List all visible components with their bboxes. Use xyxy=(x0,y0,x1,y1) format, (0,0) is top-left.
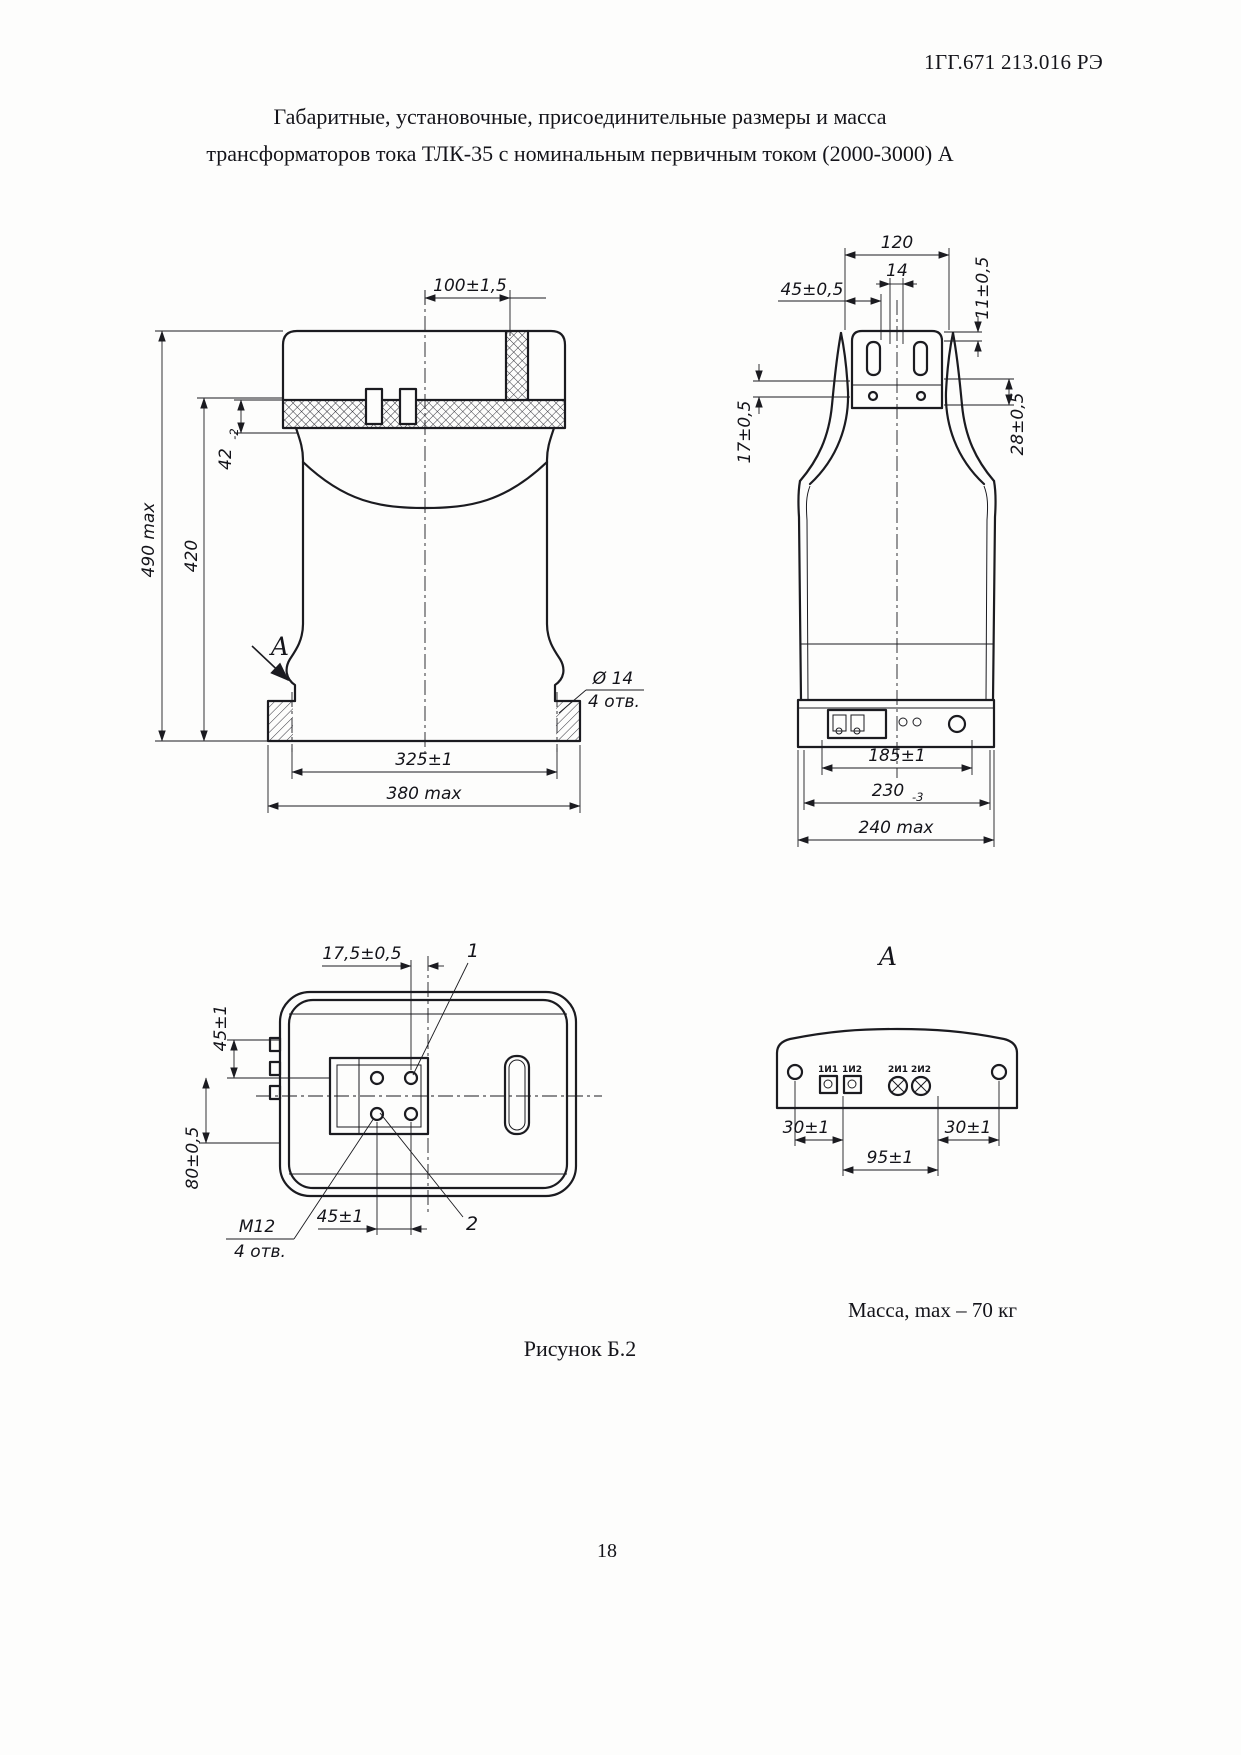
top-view-outline xyxy=(268,990,578,1198)
dim-17-5-label: 17,5±0,5 xyxy=(322,944,401,964)
callout-1-label: 1 xyxy=(467,940,479,962)
top-view-labels: 17,5±0,5 1 45±1 80±0,5 М12 4 отв. 45±1 2 xyxy=(183,940,479,1262)
dim-11-label: 11±0,5 xyxy=(973,257,993,320)
side-view-dimensions xyxy=(753,248,1014,847)
dim-45-horizontal-label: 45±1 xyxy=(317,1207,364,1227)
dim-42-tolerance: -2 xyxy=(227,428,241,439)
dim-185-label: 185±1 xyxy=(868,746,926,766)
front-view-dimensions xyxy=(155,290,644,813)
side-view-outline xyxy=(796,329,997,749)
dim-120-label: 120 xyxy=(881,233,913,253)
dim-230-tolerance: -3 xyxy=(912,790,923,804)
terminal-2i2-label: 2И2 xyxy=(911,1065,931,1075)
view-a-dimensions xyxy=(794,1081,1000,1176)
hole-diameter-label: Ø 14 xyxy=(592,669,633,689)
terminal-2i1-label: 2И1 xyxy=(888,1065,908,1075)
dim-420-label: 420 xyxy=(182,540,202,572)
title-line-1: Габаритные, установочные, присоединитель… xyxy=(273,104,887,129)
mass-note: Масса, max – 70 кг xyxy=(848,1298,1017,1322)
dim-325-label: 325±1 xyxy=(395,750,453,770)
thread-size-label: М12 xyxy=(239,1217,275,1237)
view-a-details xyxy=(823,1079,928,1093)
callout-2-label: 2 xyxy=(466,1213,478,1235)
dim-100-label: 100±1,5 xyxy=(433,276,507,296)
front-view: 100±1,5 42 -2 420 490 max А Ø 14 4 отв. … xyxy=(139,276,644,813)
title-line-2: трансформаторов тока ТЛК-35 с номинальны… xyxy=(206,141,954,166)
terminal-1i2-label: 1И2 xyxy=(842,1065,862,1075)
dim-45-label: 45±0,5 xyxy=(781,280,844,300)
side-view-labels: 120 14 45±0,5 11±0,5 17±0,5 28±0,5 185±1… xyxy=(735,233,1028,838)
thread-count-label: 4 отв. xyxy=(234,1242,286,1262)
dim-30-right-label: 30±1 xyxy=(945,1118,992,1138)
hole-count-label: 4 отв. xyxy=(588,692,640,712)
side-view-details xyxy=(798,384,994,735)
top-view: 17,5±0,5 1 45±1 80±0,5 М12 4 отв. 45±1 2 xyxy=(183,940,602,1262)
view-a-title: А xyxy=(877,942,898,971)
dim-28-label: 28±0,5 xyxy=(1008,393,1028,456)
front-view-labels: 100±1,5 42 -2 420 490 max А Ø 14 4 отв. … xyxy=(139,276,640,804)
front-view-hatching xyxy=(269,332,579,740)
dim-14-label: 14 xyxy=(886,261,908,281)
dim-95-label: 95±1 xyxy=(867,1148,914,1168)
side-view: 120 14 45±0,5 11±0,5 17±0,5 28±0,5 185±1… xyxy=(735,233,1028,847)
view-a-outline xyxy=(775,1027,1019,1110)
page-number: 18 xyxy=(597,1540,617,1562)
dim-80-label: 80±0,5 xyxy=(183,1127,203,1190)
dim-17-label: 17±0,5 xyxy=(735,401,755,464)
view-a-labels: 1И1 1И2 2И1 2И2 30±1 30±1 95±1 xyxy=(783,1065,992,1168)
dim-45-vertical-label: 45±1 xyxy=(211,1005,231,1052)
view-a: А xyxy=(775,942,1019,1176)
top-view-dimensions xyxy=(199,960,469,1240)
top-view-details xyxy=(289,1013,567,1175)
figure-caption: Рисунок Б.2 xyxy=(523,1336,637,1361)
front-view-outline xyxy=(266,329,582,743)
page-title: Габаритные, установочные, присоединитель… xyxy=(80,98,1080,172)
doc-code: 1ГГ.671 213.016 РЭ xyxy=(924,50,1103,74)
terminal-1i1-label: 1И1 xyxy=(818,1065,838,1075)
dim-240-label: 240 max xyxy=(859,818,935,838)
dim-380-label: 380 max xyxy=(387,784,463,804)
dim-230-label: 230 xyxy=(872,781,904,801)
dim-490-label: 490 max xyxy=(139,502,159,578)
top-view-centerlines xyxy=(256,956,602,1214)
view-a-arrow-label: А xyxy=(269,632,290,661)
dim-30-left-label: 30±1 xyxy=(783,1118,830,1138)
dim-42-label: 42 xyxy=(216,448,236,470)
